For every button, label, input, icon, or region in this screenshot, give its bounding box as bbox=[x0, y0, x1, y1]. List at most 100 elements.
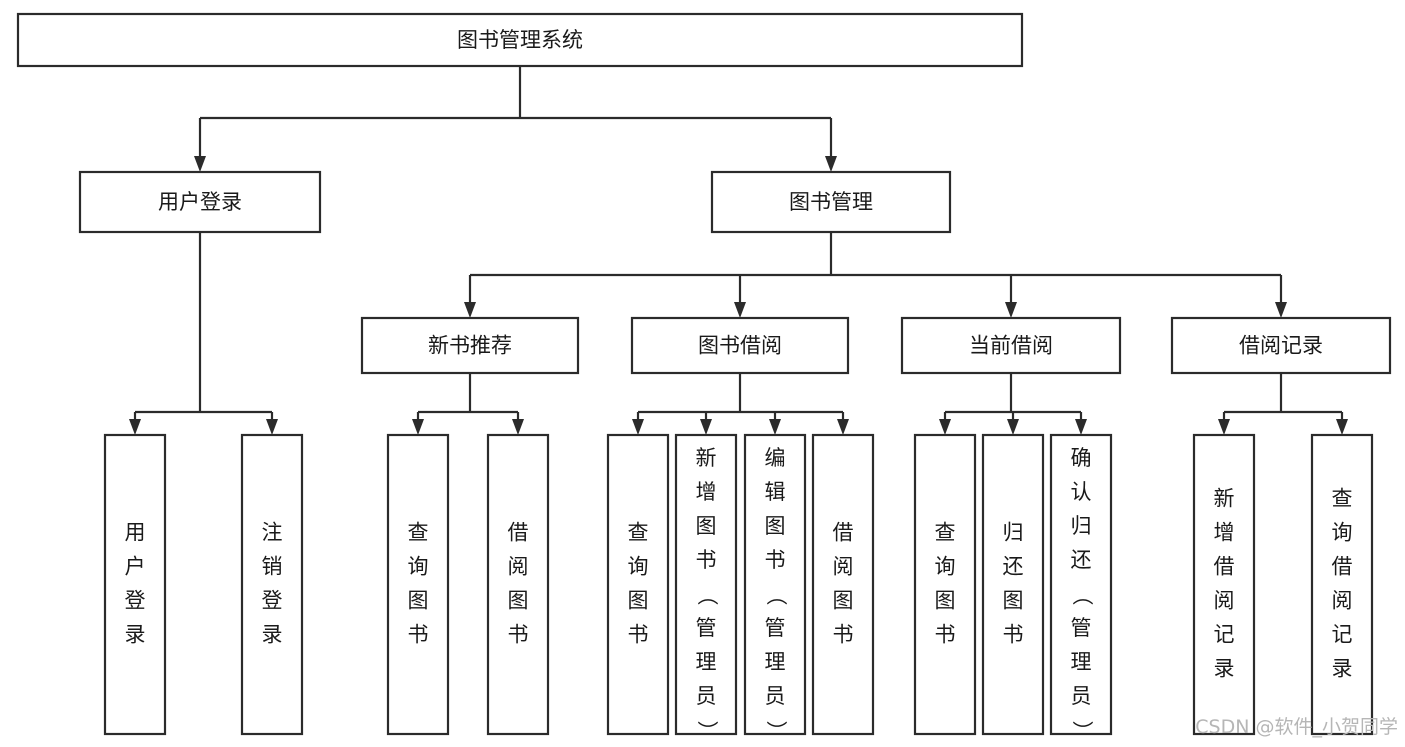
csdn-watermark: CSDN @软件_小贺同学 bbox=[1195, 716, 1398, 738]
node-box-borrow-record bbox=[1170, 316, 1392, 375]
label-char: （ bbox=[764, 585, 788, 606]
node-new-book-recommend[interactable]: 新书推荐 bbox=[360, 316, 580, 375]
label-char: 询 bbox=[408, 555, 429, 579]
connector-arrowhead bbox=[1007, 419, 1019, 435]
label-char: 认 bbox=[1071, 480, 1092, 504]
node-label-borrow-record: 借阅记录 bbox=[1239, 334, 1323, 358]
node-box-current-confirm-return bbox=[1049, 433, 1113, 736]
node-borrow-record[interactable]: 借阅记录 bbox=[1170, 316, 1392, 375]
connector-arrowhead bbox=[1075, 419, 1087, 435]
label-char: 管 bbox=[1071, 616, 1092, 640]
label-char: 查 bbox=[935, 521, 956, 545]
connector-arrowhead bbox=[464, 302, 476, 318]
label-char: 户 bbox=[125, 555, 146, 579]
node-label-user-login-do: 用户登录 bbox=[125, 521, 146, 647]
node-label-current-borrow: 当前借阅 bbox=[969, 334, 1053, 358]
node-book-manage[interactable]: 图书管理 bbox=[710, 170, 952, 234]
label-char: 图 bbox=[508, 589, 529, 613]
label-char: 记 bbox=[1214, 623, 1235, 647]
label-char: 阅 bbox=[508, 555, 529, 579]
node-label-root: 图书管理系统 bbox=[457, 28, 583, 52]
connector-arrowhead bbox=[700, 419, 712, 435]
node-box-recommend-query-book bbox=[386, 433, 450, 736]
node-box-book-borrow bbox=[630, 316, 850, 375]
label-char: 图 bbox=[628, 589, 649, 613]
label-char: 图 bbox=[833, 589, 854, 613]
node-root[interactable]: 图书管理系统 bbox=[16, 12, 1024, 68]
label-char: 新 bbox=[696, 446, 717, 470]
connector-arrowhead bbox=[1218, 419, 1230, 435]
label-char: （ bbox=[1070, 585, 1094, 606]
node-box-book-manage bbox=[710, 170, 952, 234]
node-box-root bbox=[16, 12, 1024, 68]
connector-arrowhead bbox=[734, 302, 746, 318]
node-box-current-query-book bbox=[913, 433, 977, 736]
label-char: 书 bbox=[765, 548, 786, 572]
label-char: 还 bbox=[1071, 548, 1092, 572]
label-char: 理 bbox=[1071, 650, 1092, 674]
label-char: 用 bbox=[125, 521, 146, 545]
node-box-user-logout bbox=[240, 433, 304, 736]
label-char: 借 bbox=[1332, 555, 1353, 579]
node-current-borrow[interactable]: 当前借阅 bbox=[900, 316, 1122, 375]
label-char: 辑 bbox=[765, 480, 786, 504]
label-char: 借 bbox=[508, 521, 529, 545]
label-char: ） bbox=[764, 721, 788, 742]
node-box-new-book-recommend bbox=[360, 316, 580, 375]
connector-arrowhead bbox=[412, 419, 424, 435]
label-char: 阅 bbox=[1332, 589, 1353, 613]
label-char: 增 bbox=[696, 480, 717, 504]
label-char: （ bbox=[695, 585, 719, 606]
label-char: ） bbox=[1070, 721, 1094, 742]
node-box-user-login bbox=[78, 170, 322, 234]
label-char: 员 bbox=[765, 684, 786, 708]
label-char: 新 bbox=[1214, 487, 1235, 511]
node-box-user-login-do bbox=[103, 433, 167, 736]
nodes-layer: 图书管理系统用户登录用户登录注销登录图书管理新书推荐查询图书借阅图书图书借阅查询… bbox=[16, 12, 1392, 742]
connector-arrowhead bbox=[512, 419, 524, 435]
label-char: 管 bbox=[765, 616, 786, 640]
node-user-login[interactable]: 用户登录 bbox=[78, 170, 322, 234]
label-char: 阅 bbox=[833, 555, 854, 579]
connector-arrowhead bbox=[837, 419, 849, 435]
label-char: 图 bbox=[1003, 589, 1024, 613]
label-char: 借 bbox=[1214, 555, 1235, 579]
node-book-borrow[interactable]: 图书借阅 bbox=[630, 316, 850, 375]
node-box-current-return-book bbox=[981, 433, 1045, 736]
label-char: 书 bbox=[508, 623, 529, 647]
node-box-borrow-edit-book bbox=[743, 433, 807, 736]
connectors-layer bbox=[129, 66, 1348, 435]
node-box-recommend-borrow-book bbox=[486, 433, 550, 736]
label-char: 图 bbox=[408, 589, 429, 613]
label-char: 编 bbox=[765, 446, 786, 470]
label-char: ） bbox=[695, 721, 719, 742]
label-char: 录 bbox=[262, 623, 283, 647]
node-label-book-manage: 图书管理 bbox=[789, 190, 873, 214]
label-char: 归 bbox=[1071, 514, 1092, 538]
node-user-login-do[interactable]: 用户登录 bbox=[103, 433, 167, 736]
label-char: 登 bbox=[262, 589, 283, 613]
